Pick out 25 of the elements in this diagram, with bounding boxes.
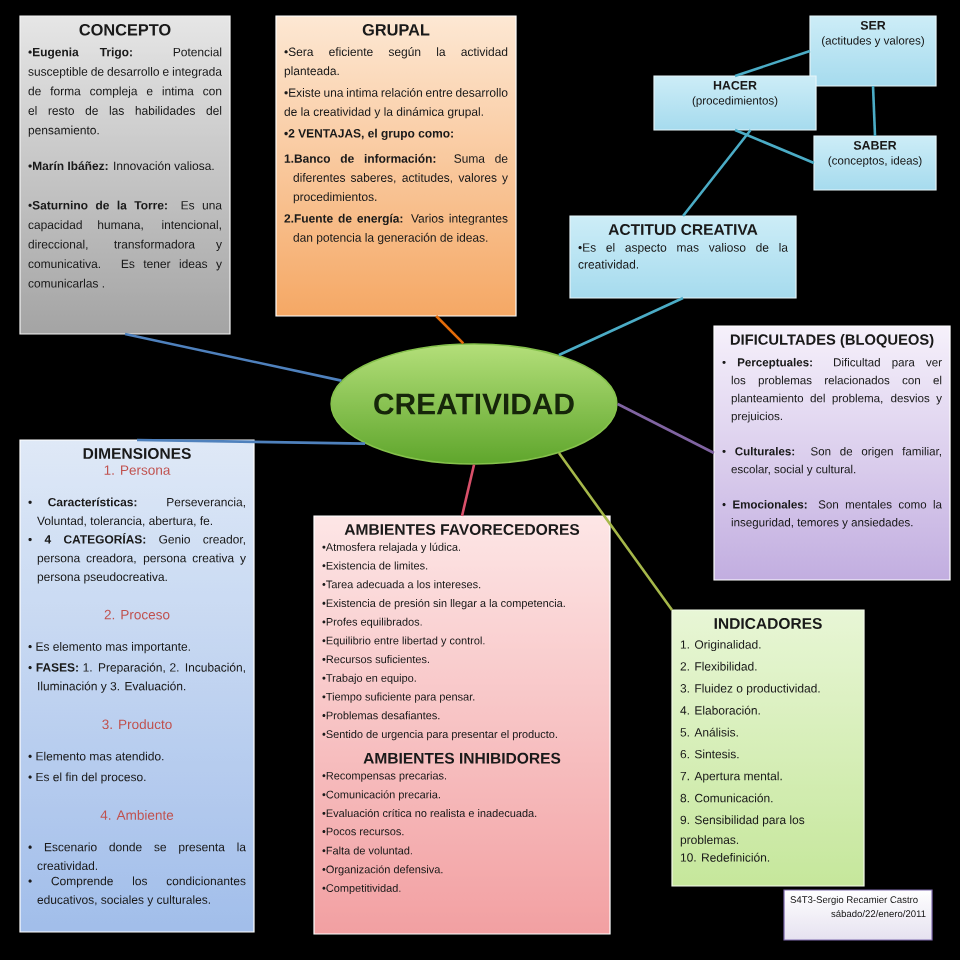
connector-line bbox=[682, 129, 752, 217]
heading: GRUPAL bbox=[362, 24, 430, 36]
note-box bbox=[713, 325, 951, 581]
connector-line bbox=[136, 438, 366, 445]
note-box bbox=[653, 75, 817, 131]
connector-line bbox=[558, 296, 684, 357]
note-box bbox=[19, 15, 231, 335]
note-box bbox=[275, 15, 517, 317]
signature-box bbox=[783, 889, 933, 941]
note-box bbox=[671, 609, 865, 887]
note-box bbox=[809, 15, 937, 87]
connector-line bbox=[460, 464, 476, 517]
heading: CONCEPTO bbox=[79, 24, 171, 36]
connector-line bbox=[557, 452, 674, 611]
connector-line bbox=[124, 332, 342, 382]
note-box bbox=[19, 439, 255, 933]
connector-line bbox=[435, 315, 465, 345]
title-text: CREATIVIDAD bbox=[374, 393, 574, 415]
connector-line bbox=[871, 85, 877, 137]
note-box bbox=[813, 135, 937, 191]
connector-line bbox=[617, 402, 715, 455]
connector-line bbox=[734, 49, 811, 78]
note-box bbox=[313, 515, 611, 935]
note-box bbox=[569, 215, 797, 299]
connector-line bbox=[734, 128, 815, 165]
